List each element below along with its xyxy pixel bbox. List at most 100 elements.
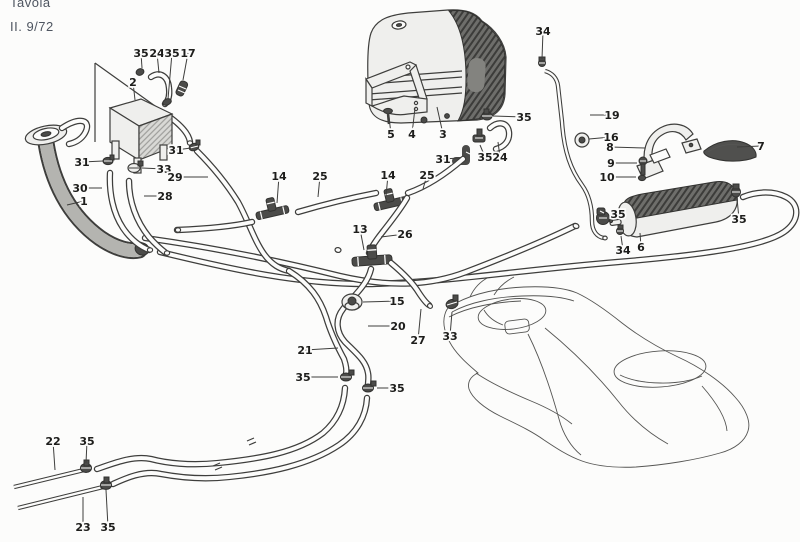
callout-label: 25 [419,169,434,182]
callout-label: 15 [389,295,404,308]
callout-label: 17 [180,47,195,60]
callout-leader [588,136,612,140]
callout-leader [388,116,392,135]
callout-leader [141,167,165,170]
callout-label: 10 [599,171,615,184]
callout-label: 34 [615,244,631,257]
plate-number: II. 9/72 [10,19,54,34]
pad-7 [703,140,757,162]
pipe-22 [14,467,87,487]
callout-label: 2 [129,76,137,89]
callout-label: 30 [72,182,88,195]
grommet-15 [341,293,363,311]
callout-leader [362,300,398,303]
callout-leader [156,52,160,74]
filler-cap [24,117,91,148]
callout-label: 35 [79,435,94,448]
callout-leader [175,147,192,151]
breather-hoses-28-30 [110,173,171,255]
callout-label: 8 [606,141,614,154]
callout-label: 31 [74,156,89,169]
callout-label: 13 [352,223,367,236]
callout-leader [380,233,406,238]
fitting-35-mid [472,128,486,143]
callout-label: 14 [271,170,287,183]
screw-9 [638,156,648,176]
callout-label: 35 [610,208,625,221]
callout-leader [736,145,762,148]
callout-leader [541,30,544,60]
fuel-tank [443,276,750,468]
grommet-16 [574,132,590,148]
callout-label: 22 [45,435,60,448]
clamp-35-mid-upper [340,369,355,382]
clip-34-canister6 [616,224,624,235]
hose-25-left [175,193,376,232]
box-top-hose-24 [135,68,189,107]
callout-leader [52,440,56,471]
callout-leader [411,107,416,135]
callout-label: 29 [167,171,182,184]
canister-6 [596,181,741,238]
callout-leader [81,160,104,163]
callout-leader [479,144,486,158]
strap-8 [636,123,702,180]
callout-leader [276,175,280,204]
callout-leader [359,228,365,251]
vent-line-run [145,192,796,284]
callout-leader [167,52,173,100]
callout-label: 6 [637,241,645,254]
callout-leader [85,440,88,464]
callout-label: 1 [80,195,88,208]
canister-3 [367,9,507,124]
callout-leader [66,200,85,206]
callout-leader [497,141,501,158]
tee-13 [351,244,393,267]
callout-label: 35 [295,371,310,384]
bottom-hose-lower [113,398,367,484]
vapour-box [94,62,174,174]
page-title: Tavola [10,0,51,10]
valve-17 [175,80,189,97]
clamp-35-canister [481,108,493,121]
callout-label: 16 [603,131,619,144]
callout-leader [417,308,422,341]
callout-label: 31 [435,153,450,166]
clamp-33-tank [445,294,459,310]
callout-label: 33 [156,163,171,176]
callout-label: 27 [410,334,425,347]
callout-label: 5 [387,128,395,141]
callout-label: 23 [75,521,90,534]
callout-label: 14 [380,169,396,182]
nut-10 [637,174,647,182]
callout-leader [639,232,642,248]
callout-leader [442,157,460,160]
callout-label: 35 [731,213,746,226]
callout-label: 35 [516,111,531,124]
callout-leader [422,174,428,190]
elbow-hose-24 [490,123,509,149]
callout-label: 28 [157,190,172,203]
tee-14-left [255,197,290,221]
callout-label: 21 [297,344,312,357]
callout-label: 4 [408,128,416,141]
callout-leader [132,81,136,101]
tank-filler-recess [477,298,547,335]
callout-leader [304,347,339,351]
callout-leader [385,174,389,197]
callout-leader [609,146,646,149]
callout-label: 35 [100,521,115,534]
tank-pump-recess [613,350,707,388]
callout-leader [492,115,525,118]
page-header: Tavola II. 9/72 [10,0,54,34]
callout-label: 25 [312,170,327,183]
callout-leader [140,52,143,69]
callout-label: 35 [133,47,148,60]
clamp-35-bl-lower [100,476,112,490]
clamp-31-left [102,154,115,166]
breather-hose-29 [171,118,289,271]
callout-leader [620,235,624,251]
